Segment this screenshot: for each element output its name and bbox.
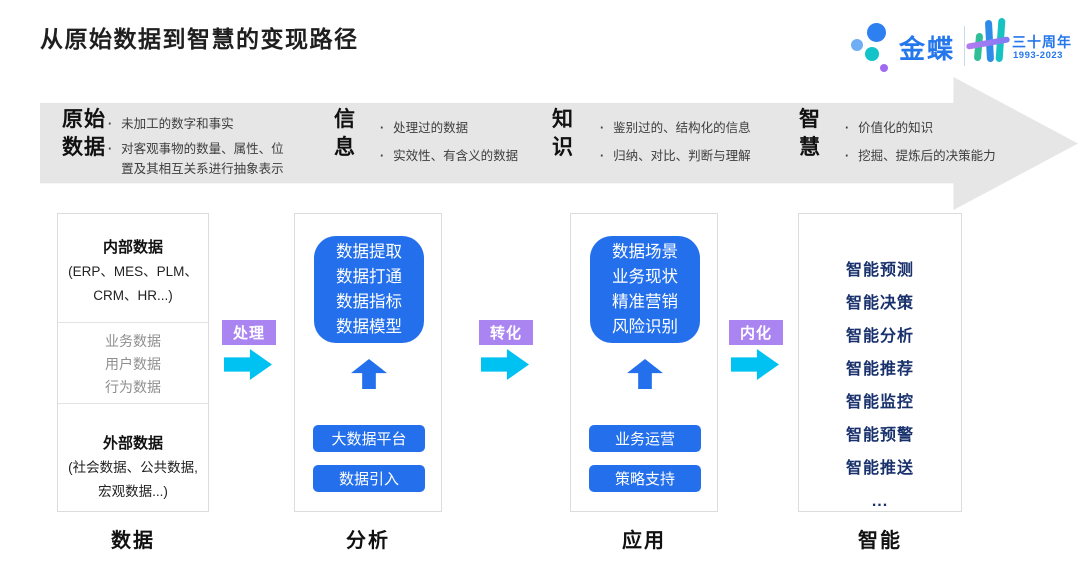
up-arrow-icon — [351, 359, 387, 389]
footer-label-analysis: 分析 — [346, 530, 390, 552]
connector-process-label: 处理 — [222, 320, 276, 345]
list-item: 智能预警 — [845, 427, 914, 444]
list-item: 智能决策 — [845, 295, 914, 312]
list-item: 智能分析 — [845, 328, 914, 345]
list-item: 智能推荐 — [845, 361, 914, 378]
stage-bullets: 未加工的数字和事实 对客观事物的数量、属性、位置及其相互关系进行抽象表示 — [108, 114, 290, 184]
stage-title: 原始 数据 — [62, 108, 106, 159]
application-core-card: 数据场景 业务现状 精准营销 风险识别 — [590, 236, 700, 343]
section-divider — [58, 403, 208, 404]
data-import-chip: 数据引入 — [313, 465, 425, 492]
stage-bullets: 鉴别过的、结构化的信息 归纳、对比、判断与理解 — [600, 118, 815, 171]
anniversary-years: 1993-2023 — [1013, 50, 1063, 61]
footer-label-application: 应用 — [622, 530, 666, 552]
up-arrow-icon — [627, 359, 663, 389]
analysis-core-card: 数据提取 数据打通 数据指标 数据模型 — [314, 236, 424, 343]
internal-data-section: 内部数据 (ERP、MES、PLM、 CRM、HR...) — [58, 214, 208, 322]
stage-bullets: 处理过的数据 实效性、有含义的数据 — [380, 118, 580, 171]
bigdata-platform-chip: 大数据平台 — [313, 425, 425, 452]
list-item: 智能预测 — [845, 262, 914, 279]
stage-bullets: 价值化的知识 挖掘、提炼后的决策能力 — [845, 118, 1060, 171]
footer-label-smart: 智能 — [858, 530, 902, 552]
stage-title: 信 息 — [334, 108, 356, 159]
connector-internalize-label: 内化 — [729, 320, 783, 345]
application-box: 数据场景 业务现状 精准营销 风险识别 业务运营 策略支持 — [570, 213, 718, 512]
business-operation-chip: 业务运营 — [589, 425, 701, 452]
data-sources-box: 内部数据 (ERP、MES、PLM、 CRM、HR...) 业务数据 用户数据 … — [57, 213, 209, 512]
connector-transform-label: 转化 — [479, 320, 533, 345]
smart-capabilities-box: 智能预测 智能决策 智能分析 智能推荐 智能监控 智能预警 智能推送 ... — [798, 213, 962, 512]
list-item: 智能监控 — [845, 394, 914, 411]
smart-capabilities-list: 智能预测 智能决策 智能分析 智能推荐 智能监控 智能预警 智能推送 ... — [799, 254, 961, 518]
list-item: 智能推送 — [845, 460, 914, 477]
stage-title: 智 慧 — [799, 108, 821, 159]
internal-data-title: 内部数据 — [102, 239, 163, 256]
brand-name: 金蝶 — [899, 34, 956, 64]
external-data-title: 外部数据 — [102, 435, 163, 452]
stage-title: 知 识 — [552, 108, 574, 159]
page-title: 从原始数据到智慧的变现路径 — [40, 26, 359, 52]
analysis-box: 数据提取 数据打通 数据指标 数据模型 大数据平台 数据引入 — [294, 213, 442, 512]
external-data-section: 外部数据 (社会数据、公共数据, 宏观数据...) — [58, 404, 208, 504]
right-arrow-icon — [481, 349, 529, 380]
footer-label-data: 数据 — [111, 530, 155, 552]
anniversary-label: 三十周年 — [1012, 34, 1072, 50]
strategy-support-chip: 策略支持 — [589, 465, 701, 492]
logo-divider — [964, 26, 965, 66]
right-arrow-icon — [224, 349, 272, 380]
section-divider — [58, 322, 208, 323]
right-arrow-icon — [731, 349, 779, 380]
list-item: ... — [871, 493, 889, 510]
middle-data-section: 业务数据 用户数据 行为数据 — [105, 333, 161, 395]
